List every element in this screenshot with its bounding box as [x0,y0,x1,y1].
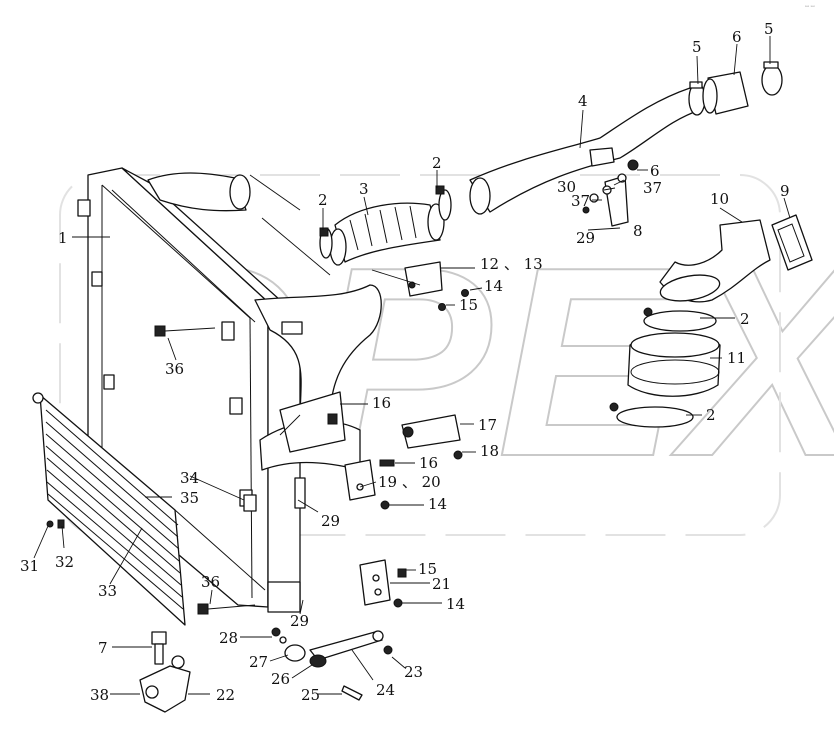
callout-38: 38 [90,686,109,704]
clamp-5-right [761,61,783,96]
fastener-29-mid [294,477,306,509]
watermark-gear-band [59,174,781,536]
callout-1: 1 [58,229,68,247]
bolt-23 [383,645,393,655]
callout-22: 22 [216,686,235,704]
sleeve-6 [702,71,749,115]
bolt-36-lower [197,603,256,615]
callout-2: 2 [318,191,328,209]
bolt-25 [341,685,363,701]
callout-25: 25 [301,686,320,704]
bracket-16-upper [279,391,346,453]
callout-5: 5 [764,20,774,38]
callout-21: 21 [432,575,451,593]
callout-29: 29 [321,512,340,530]
callout-27: 27 [249,653,268,671]
callout-19-20: 19 、 20 [378,473,441,491]
callout-23: 23 [404,663,423,681]
callout-6: 6 [732,28,742,46]
hose-11 [627,332,721,397]
callout-36: 36 [165,360,184,378]
bracket-19-20 [344,459,395,510]
callout-36: 36 [201,573,220,591]
callout-29: 29 [576,229,595,247]
callout-28: 28 [219,629,238,647]
callout-labels: 1 2 3 2 4 5 6 5 6 30 37 37 29 8 10 9 12 … [20,20,790,704]
callout-16: 16 [419,454,438,472]
elbow-10 [659,219,771,303]
corner-mark: ꟷ ꟷ [805,4,815,10]
callout-11: 11 [727,349,746,367]
callout-7: 7 [98,639,108,657]
bracket-17 [401,414,463,460]
callout-12-13: 12 、 13 [480,255,543,273]
bolt-7 [151,631,167,665]
callout-14: 14 [484,277,503,295]
callout-30: 30 [557,178,576,196]
washer-26 [309,654,327,668]
callout-2: 2 [432,154,442,172]
callout-18: 18 [480,442,499,460]
callout-29: 29 [290,612,309,630]
callout-31: 31 [20,557,39,575]
bracket-21 [359,559,407,608]
callout-4: 4 [578,92,588,110]
callout-8: 8 [633,222,643,240]
callout-33: 33 [98,582,117,600]
bracket-22 [139,655,191,713]
callout-34: 34 [180,469,199,487]
gasket-9 [771,214,813,271]
callout-24: 24 [376,681,395,699]
leader-lines [33,36,791,695]
bracket-34 [243,494,257,512]
bolt-31-32 [46,519,65,529]
callout-14: 14 [428,495,447,513]
callout-2: 2 [740,310,750,328]
callout-10: 10 [710,190,729,208]
nut-28 [271,627,287,644]
callout-14: 14 [446,595,465,613]
callout-37: 37 [643,179,662,197]
callout-35: 35 [180,489,199,507]
bracket-12-13 [404,261,469,311]
callout-9: 9 [780,182,790,200]
callout-17: 17 [478,416,497,434]
bolt-36-upper [154,325,216,337]
bushing-27 [284,644,306,662]
callout-32: 32 [55,553,74,571]
callout-2: 2 [706,406,716,424]
callout-3: 3 [359,180,369,198]
callout-15: 15 [459,296,478,314]
condenser [32,392,266,626]
callout-37: 37 [571,192,590,210]
callout-5: 5 [692,38,702,56]
callout-26: 26 [271,670,290,688]
clamp-2-lower-right [609,402,694,428]
callout-6: 6 [650,162,660,180]
clamp-2-upper-right [643,307,717,332]
hose-3-group [319,185,452,266]
callout-16: 16 [372,394,391,412]
callout-15: 15 [418,560,437,578]
